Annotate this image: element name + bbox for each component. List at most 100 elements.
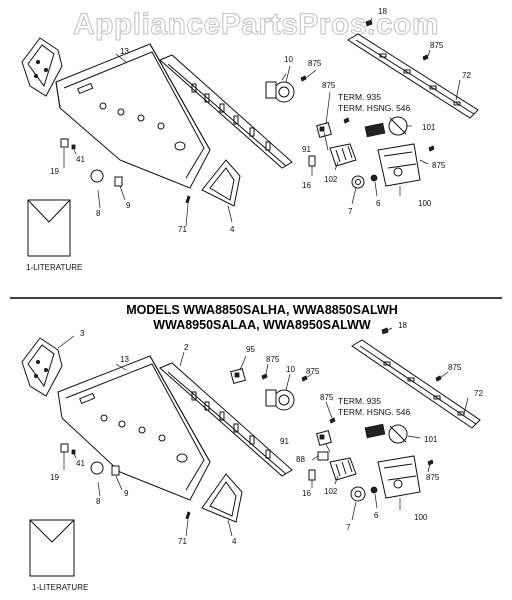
label-875-b-bottom: 875 xyxy=(306,367,320,376)
part-41-bottom xyxy=(71,449,76,455)
label-41-top: 41 xyxy=(76,155,85,164)
timer-motor-101-bottom xyxy=(388,424,408,444)
label-3: 3 xyxy=(80,329,85,338)
label-9-top: 9 xyxy=(126,201,131,210)
label-72-bottom: 72 xyxy=(474,389,483,398)
rear-panel-72-bottom xyxy=(351,339,481,429)
label-16-top: 16 xyxy=(302,181,311,190)
part-95 xyxy=(230,368,246,384)
label-100-bottom: 100 xyxy=(414,513,428,522)
label-10-top: 10 xyxy=(284,55,293,64)
label-4-top: 4 xyxy=(230,225,235,234)
timer-100-bottom xyxy=(377,455,421,499)
label-875-d-top: 875 xyxy=(432,161,446,170)
label-termhsng546-top: TERM. HSNG. 546 xyxy=(338,103,411,113)
screw-18-bottom xyxy=(381,327,389,335)
label-875-c-top: 875 xyxy=(322,81,336,90)
water-level-switch-10-bottom xyxy=(265,389,295,411)
end-cap-4-bottom xyxy=(201,473,243,523)
part-88 xyxy=(317,451,329,461)
label-875-c-bottom: 875 xyxy=(448,363,462,372)
label-72-top: 72 xyxy=(462,71,471,80)
label-8-top: 8 xyxy=(96,209,101,218)
clip-16 xyxy=(308,155,316,167)
knob-7-bottom xyxy=(350,486,366,502)
timer-motor-101 xyxy=(388,116,408,136)
part-8-bottom xyxy=(90,461,104,475)
label-102-top: 102 xyxy=(324,175,338,184)
label-termhsng546-bottom: TERM. HSNG. 546 xyxy=(338,407,411,417)
terminal-block-102-bottom xyxy=(329,457,357,481)
nut-6-top xyxy=(370,174,378,182)
part-71-top xyxy=(185,195,191,204)
label-2: 2 xyxy=(184,343,189,352)
label-101-top: 101 xyxy=(422,123,436,132)
screws-875-bottom xyxy=(261,373,442,466)
screws-875-top xyxy=(300,54,435,152)
label-8-bottom: 8 xyxy=(96,497,101,506)
terminal-housing-546-top xyxy=(364,122,386,138)
knob-7-top xyxy=(351,175,365,189)
label-102-bottom: 102 xyxy=(324,487,338,496)
part-8-top xyxy=(90,169,104,183)
label-41-bottom: 41 xyxy=(76,459,85,468)
label-19-top: 19 xyxy=(50,167,59,176)
label-7-bottom: 7 xyxy=(346,523,351,532)
panel-frame-2 xyxy=(159,362,293,477)
label-91-bottom: 91 xyxy=(280,437,289,446)
label-101-bottom: 101 xyxy=(424,435,438,444)
label-18-top: 18 xyxy=(378,7,387,16)
nut-6-bottom xyxy=(370,486,378,494)
label-7-top: 7 xyxy=(348,207,353,216)
label-term935-top: TERM. 935 xyxy=(338,92,381,102)
label-6-bottom: 6 xyxy=(374,511,379,520)
panel-frame-top xyxy=(159,54,293,169)
diagram-top: 18 13 10 875 875 72 875 TERM. 935 TERM. … xyxy=(21,7,479,272)
diagram-bottom: 3 13 2 95 875 10 875 18 875 72 875 TERM.… xyxy=(21,321,483,592)
end-cap-left xyxy=(21,37,63,97)
clip-16-bottom xyxy=(308,469,316,481)
label-4-bottom: 4 xyxy=(232,537,237,546)
label-10-bottom: 10 xyxy=(286,365,295,374)
label-875-a-top: 875 xyxy=(308,59,322,68)
control-panel-13 xyxy=(55,43,211,189)
label-95: 95 xyxy=(246,345,255,354)
end-cap-4-top xyxy=(201,159,241,207)
timer-100-top xyxy=(377,143,421,187)
switch-91-bottom xyxy=(316,430,332,446)
rear-panel-72-top xyxy=(347,33,479,119)
end-cap-3 xyxy=(21,337,63,397)
terminal-housing-546-bottom xyxy=(364,423,386,439)
models-title-line2: WWA8950SALAA, WWA8950SALWW xyxy=(153,318,371,332)
switch-91 xyxy=(316,122,332,138)
label-18-bottom: 18 xyxy=(398,321,407,330)
label-875-b-top: 875 xyxy=(430,41,444,50)
part-19-top xyxy=(60,138,69,148)
label-16-bottom: 16 xyxy=(302,489,311,498)
label-13-bottom: 13 xyxy=(120,355,129,364)
water-level-switch-10 xyxy=(265,73,295,103)
label-term935-bottom: TERM. 935 xyxy=(338,396,381,406)
label-6-top: 6 xyxy=(376,199,381,208)
label-literature-bottom: 1-LITERATURE xyxy=(32,583,88,592)
part-9-bottom xyxy=(111,465,120,476)
label-88: 88 xyxy=(296,455,305,464)
control-panel-13-bottom xyxy=(57,355,211,501)
label-91-top: 91 xyxy=(302,145,311,154)
literature-envelope-bottom xyxy=(29,519,75,577)
watermark-text: AppliancePartsPros.com xyxy=(73,8,439,41)
label-71-bottom: 71 xyxy=(178,537,187,546)
label-literature-top: 1-LITERATURE xyxy=(26,263,82,272)
label-13-top: 13 xyxy=(120,47,129,56)
label-875-a-bottom: 875 xyxy=(266,355,280,364)
label-875-d-bottom: 875 xyxy=(320,393,334,402)
models-title-line1: MODELS WWA8850SALHA, WWA8850SALWH xyxy=(126,303,398,317)
part-71-bottom xyxy=(185,511,191,520)
label-19-bottom: 19 xyxy=(50,473,59,482)
literature-envelope-top xyxy=(27,199,71,257)
part-19-bottom xyxy=(60,443,69,453)
label-100-top: 100 xyxy=(418,199,432,208)
label-9-bottom: 9 xyxy=(124,489,129,498)
label-71-top: 71 xyxy=(178,225,187,234)
part-41-top xyxy=(71,144,76,150)
